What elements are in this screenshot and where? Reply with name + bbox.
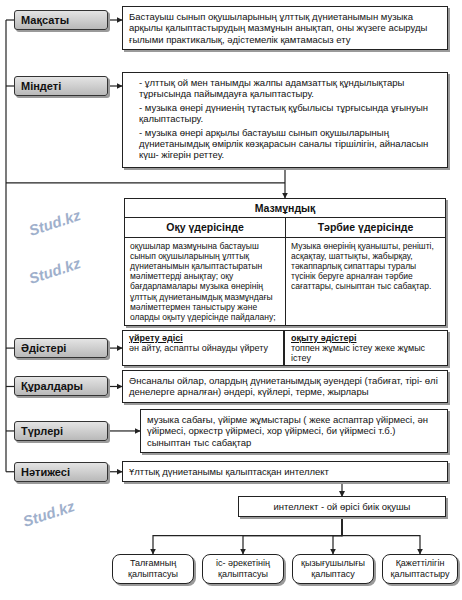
node-body-text: ән айту, аспапты ойнауды үйрету (129, 343, 277, 353)
watermark: Stud.kz (27, 254, 83, 287)
node-text: музыка сабағы, үйірме жұмыстары ( жеке а… (147, 414, 441, 448)
node-text: оқыту әдістері (291, 333, 441, 343)
node-text: Нәтижесі (21, 466, 101, 478)
section-label: Құралдары (14, 376, 108, 396)
node-text: Оқу үдерісінде (125, 218, 285, 238)
method-box: үйрету әдісіән айту, аспапты ойнауды үйр… (122, 330, 284, 366)
result-box: Талғамның қалыптасуы (112, 554, 194, 584)
node-text: Міндеті (21, 80, 101, 92)
node-text: үйрету әдісі (129, 333, 277, 343)
node-text: Құралдары (21, 380, 101, 392)
node-text: Тәрбие үдерісінде (286, 218, 445, 238)
spine-line (6, 386, 14, 387)
spine-line (5, 20, 6, 472)
node-body-text: оқушылар мазмұнына бастауыш сынып оқушыл… (125, 238, 285, 326)
text-box: Бастауыш сынып оқушыларының ұлттық дүние… (122, 6, 448, 50)
result-box: Қажеттілігін қалыптастыру (382, 554, 458, 584)
node-body-text: - музыка өнері арқылы бастауыш сынып оқу… (129, 127, 441, 161)
node-body-text: Музыка өнерінің қуанышты, реніштi, асқақ… (286, 238, 445, 295)
connector (342, 517, 420, 554)
node-text: Мақсаты (21, 14, 101, 26)
connector (108, 430, 140, 431)
spine-line (6, 19, 14, 20)
text-box: Ұлттық дүниетанымы қалыптасқан интеллект (122, 461, 448, 482)
table-cell: Тәрбие үдерісіндеМузыка өнерінің қуанышт… (285, 218, 445, 325)
text-box: музыка сабағы, үйірме жұмыстары ( жеке а… (140, 409, 448, 453)
node-text: Қажеттілігін қалыптастыру (387, 558, 453, 580)
node-text: - ұлттық ой мен танымды жалпы адамзаттық… (129, 77, 441, 100)
node-text: Талғамның қалыптасуы (117, 558, 189, 580)
watermark: Stud.kz (21, 497, 77, 530)
connector (284, 168, 285, 198)
text-box: - ұлттық ой мен танымды жалпы адамзаттық… (122, 72, 448, 168)
connector (341, 482, 342, 496)
node-text: Бастауыш сынып оқушыларының ұлттық дүние… (129, 11, 441, 45)
connector (108, 85, 122, 86)
section-label: Мақсаты (14, 10, 108, 30)
node-text: Мазмұндық (125, 199, 445, 218)
connector (108, 347, 122, 348)
node-text: Ұлттық дүниетанымы қалыптасқан интеллект (129, 466, 441, 477)
node-text: іс- әрекетінің қалыптасуы (207, 558, 279, 580)
result-box: іс- әрекетінің қалыптасуы (202, 554, 284, 584)
connector (333, 517, 342, 554)
watermark: Stud.kz (27, 206, 83, 239)
spine-line (6, 182, 285, 183)
node-body-text: топпен жұмыс істеу жеке жұмыс істеу (291, 343, 441, 363)
table-cell: Оқу үдерісіндеоқушылар мазмұнына бастауы… (125, 218, 285, 325)
text-box: Әнсаналы ойлар, олардың дүниетанымдық әу… (122, 370, 448, 403)
section-label: Түрлері (14, 421, 108, 441)
spine-line (6, 430, 14, 431)
node-text: интеллект - ой өрісі биік оқушы (245, 501, 439, 512)
spine-line (6, 85, 14, 86)
connector (243, 517, 342, 554)
node-text: Түрлері (21, 425, 101, 437)
node-text: Әдістері (21, 342, 101, 354)
spine-line (6, 471, 14, 472)
spine-line (6, 347, 14, 348)
content-table: МазмұндықОқу үдерісіндеоқушылар мазмұнын… (124, 198, 446, 326)
node-text: қызығушылығы қалыптасу (297, 558, 369, 580)
section-label: Әдістері (14, 338, 108, 358)
node-text: Әнсаналы ойлар, олардың дүниетанымдық әу… (129, 375, 441, 398)
connector (108, 471, 122, 472)
result-box: интеллект - ой өрісі биік оқушы (238, 496, 446, 517)
section-label: Міндеті (14, 76, 108, 96)
connector (108, 386, 122, 387)
connector (153, 517, 342, 554)
node-body-text: - музыка өнері дүниенің тұтастық құбылыс… (129, 102, 441, 125)
section-label: Нәтижесі (14, 462, 108, 482)
method-box: оқыту әдістерітоппен жұмыс істеу жеке жұ… (284, 330, 448, 366)
result-box: қызығушылығы қалыптасу (292, 554, 374, 584)
connector (108, 19, 122, 20)
